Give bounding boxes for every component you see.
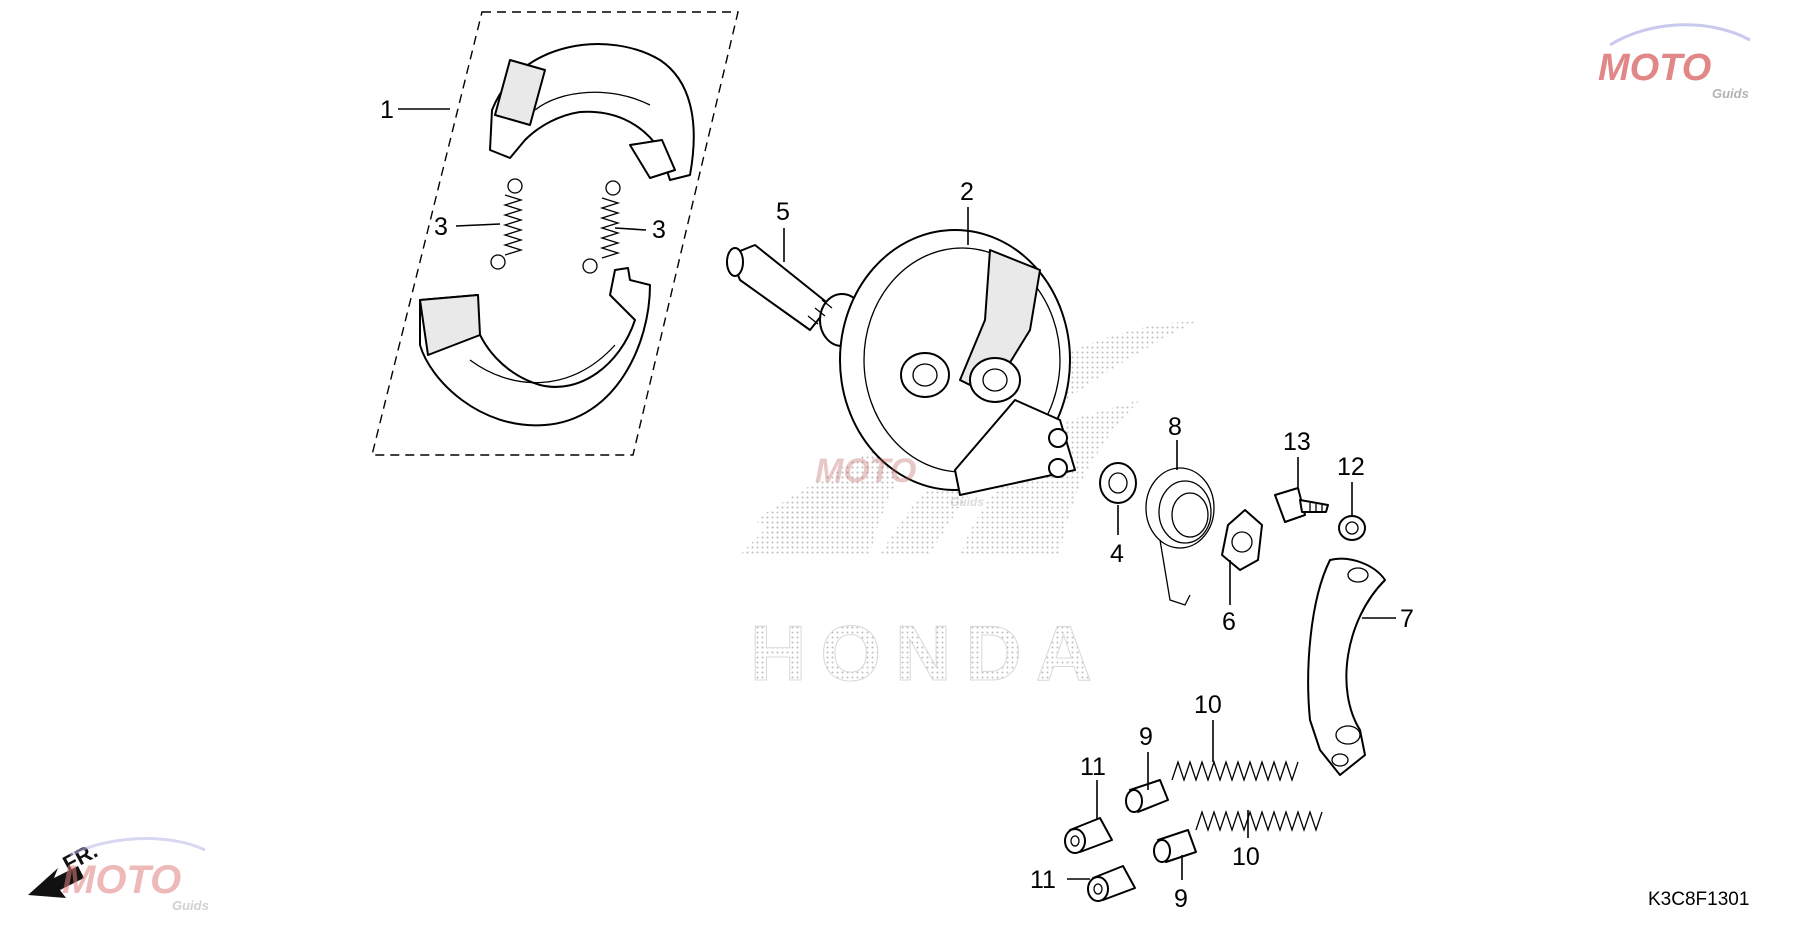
callout-4: 4 (1110, 540, 1124, 568)
cushion-spring-upper (1171, 759, 1299, 783)
callout-3-right: 3 (652, 216, 666, 244)
svg-text:Guids: Guids (172, 898, 209, 913)
svg-text:MOTO: MOTO (62, 858, 181, 902)
callout-3-left: 3 (434, 213, 448, 241)
callout-11-upper: 11 (1080, 753, 1106, 781)
callout-8: 8 (1168, 413, 1182, 441)
callout-13: 13 (1283, 428, 1311, 456)
moto-guids-logo-bottom: MOTO Guids (62, 837, 209, 913)
pin-lower (1153, 829, 1197, 863)
lower-brake-shoe (419, 267, 651, 427)
svg-text:MOTO: MOTO (1598, 47, 1711, 89)
pin-upper (1125, 779, 1169, 813)
upper-brake-shoe (489, 43, 695, 181)
felt-seal (1099, 462, 1137, 504)
honda-watermark-text: HONDA (750, 609, 1106, 697)
callout-10-upper: 10 (1194, 691, 1222, 719)
cushion-spring-lower (1195, 809, 1323, 833)
return-spring (1145, 467, 1215, 606)
callout-12: 12 (1337, 453, 1365, 481)
collar-upper (1064, 817, 1113, 854)
callout-5: 5 (776, 198, 790, 226)
spring-right (582, 180, 621, 274)
callout-1: 1 (380, 96, 394, 124)
callout-9-upper: 9 (1139, 723, 1153, 751)
wear-indicator-plate (1221, 509, 1263, 571)
svg-text:MOTO: MOTO (815, 452, 916, 490)
callout-9-lower: 9 (1174, 885, 1188, 913)
brake-stay (1307, 557, 1386, 776)
collar-lower (1087, 865, 1136, 902)
moto-guids-logo-top: MOTO Guids (1598, 23, 1751, 101)
callout-10-lower: 10 (1232, 843, 1260, 871)
svg-text:Guids: Guids (1712, 86, 1749, 101)
drawing-code: K3C8F1301 (1648, 889, 1749, 910)
svg-text:Guids: Guids (950, 495, 984, 509)
callout-7: 7 (1400, 605, 1414, 633)
callout-2: 2 (960, 178, 974, 206)
leader-lines (398, 108, 1396, 880)
callout-11-lower: 11 (1030, 866, 1056, 894)
moto-guids-logo-center: MOTO Guids (815, 452, 984, 509)
brake-panel (839, 229, 1076, 496)
spring-left (490, 178, 524, 270)
callout-6: 6 (1222, 608, 1236, 636)
flange-nut (1338, 515, 1366, 541)
flange-bolt (1274, 487, 1329, 523)
shoe-kit-boundary (371, 11, 739, 456)
